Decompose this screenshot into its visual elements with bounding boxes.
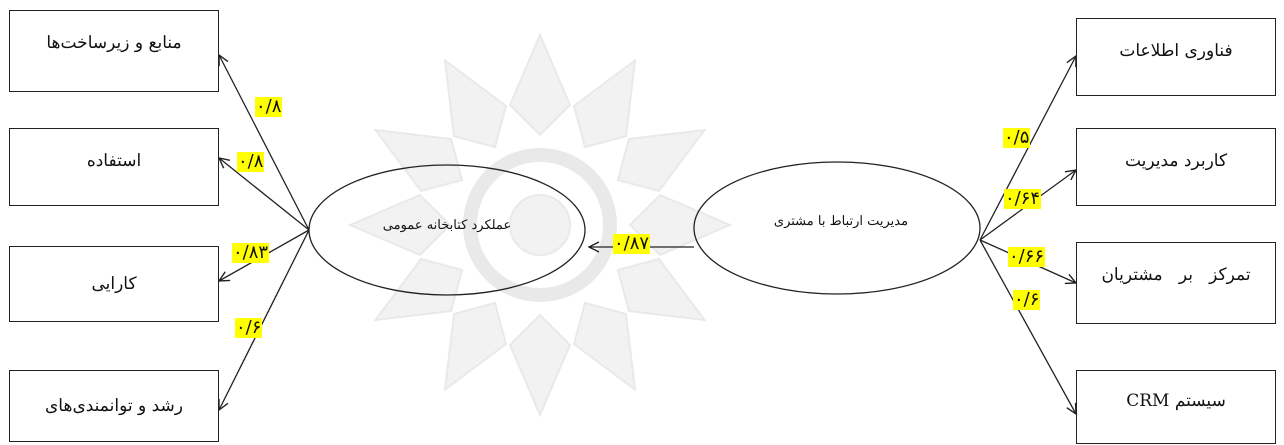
box-management-application: کاربرد مدیریت (1076, 128, 1276, 206)
box-label: سیستم CRM (1126, 391, 1226, 411)
box-label: فناوری اطلاعات (1119, 41, 1233, 61)
box-label: رشد و توانمندی‌های (45, 396, 184, 416)
coef-left-1: ۰/۸ (255, 96, 283, 117)
box-growth-capabilities: رشد و توانمندی‌های (9, 370, 219, 442)
box-crm-system: سیستم CRM (1076, 370, 1276, 444)
coef-right-3: ۰/۶۶ (1008, 246, 1046, 267)
watermark-logo (347, 32, 733, 418)
box-customer-focus: تمرکز بر مشتریان (1076, 242, 1276, 324)
coef-left-4: ۰/۶ (235, 317, 263, 338)
box-label: کارایی (91, 274, 137, 294)
coef-right-2: ۰/۶۴ (1004, 188, 1042, 209)
box-label: استفاده (86, 151, 142, 171)
coef-center: ۰/۸۷ (613, 233, 651, 254)
coef-right-1: ۰/۵ (1003, 127, 1031, 148)
box-resources-infrastructure: منابع و زیرساخت‌ها (9, 10, 219, 92)
ellipse-label-crm: مدیریت ارتباط با مشتری (773, 214, 909, 229)
arrow-left-2 (219, 158, 310, 231)
box-label: کاربرد مدیریت (1124, 151, 1228, 171)
box-label: منابع و زیرساخت‌ها (46, 33, 182, 53)
box-information-technology: فناوری اطلاعات (1076, 18, 1276, 96)
coef-right-4: ۰/۶ (1013, 289, 1041, 310)
box-label: تمرکز بر مشتریان (1101, 265, 1251, 285)
ellipse-crm (693, 161, 981, 295)
ellipse-label-library-performance: عملکرد کتابخانه عمومی (382, 218, 512, 233)
arrow-left-1 (219, 55, 310, 231)
coef-left-3: ۰/۸۳ (232, 242, 270, 263)
coef-left-2: ۰/۸ (237, 151, 265, 172)
arrow-right-1 (979, 56, 1076, 241)
arrow-right-4 (979, 239, 1076, 414)
box-usage: استفاده (9, 128, 219, 206)
arrow-left-4 (219, 229, 310, 410)
box-efficiency: کارایی (9, 246, 219, 322)
